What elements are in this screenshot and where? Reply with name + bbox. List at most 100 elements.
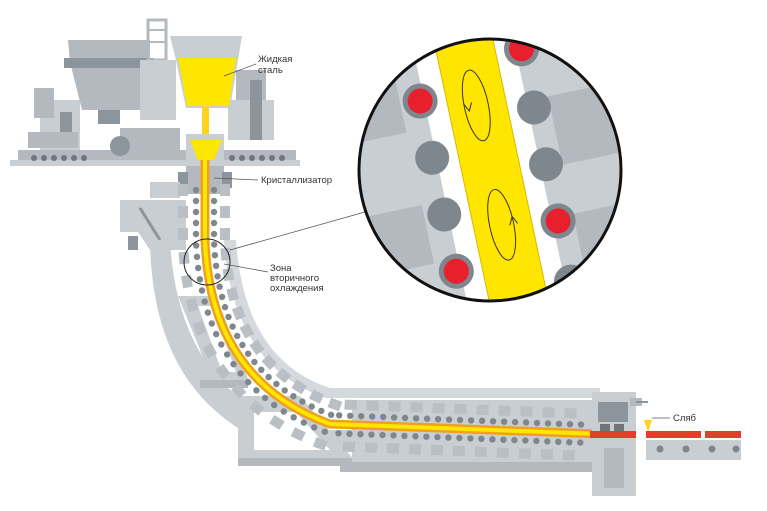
strand-segment-block bbox=[454, 403, 467, 415]
label-liquid-steel-line2: сталь bbox=[258, 65, 283, 76]
strand-segment-block bbox=[230, 383, 247, 399]
strand-roller bbox=[423, 433, 430, 440]
strand-roller bbox=[213, 330, 220, 338]
strand-roller bbox=[566, 421, 574, 428]
strand-segment-block bbox=[231, 305, 246, 321]
strand-roller bbox=[467, 417, 475, 424]
strand-roller bbox=[221, 303, 229, 311]
strand-segment-block bbox=[388, 401, 401, 412]
strand-roller bbox=[281, 387, 288, 394]
strand-segment-block bbox=[178, 228, 188, 240]
strand-roller bbox=[500, 436, 507, 443]
strand-roller bbox=[210, 186, 218, 194]
strand-roller bbox=[489, 418, 497, 425]
strand-segment-block bbox=[474, 446, 488, 458]
strand-roller bbox=[500, 418, 508, 425]
strand-roller bbox=[196, 276, 204, 283]
strand-roller bbox=[434, 416, 442, 423]
strand-roller bbox=[445, 434, 452, 441]
strand-segment-block bbox=[249, 339, 265, 356]
strand-roller bbox=[290, 393, 297, 400]
strand-roller bbox=[566, 439, 573, 446]
strand-roller bbox=[489, 436, 496, 443]
strand-roller bbox=[478, 435, 485, 442]
label-cooling-line3: охлаждения bbox=[270, 283, 324, 294]
strand-segment-block bbox=[178, 184, 188, 196]
strand-segment-block bbox=[364, 442, 378, 453]
flow-loop-lower bbox=[487, 188, 517, 261]
secondary-cooling-marker bbox=[183, 238, 231, 286]
strand-roller bbox=[555, 438, 562, 445]
strand-roller bbox=[358, 413, 365, 420]
strand-segment-block bbox=[312, 437, 328, 451]
strand-roller bbox=[214, 273, 221, 280]
strand-roller bbox=[229, 323, 236, 330]
strand-segment-block bbox=[386, 443, 400, 454]
strand-roller bbox=[225, 313, 232, 321]
strand-roller bbox=[300, 419, 307, 426]
slab-next-piece bbox=[705, 431, 741, 438]
strand-roller bbox=[467, 435, 474, 442]
strand-roller bbox=[456, 434, 463, 442]
cutting-machine bbox=[592, 392, 652, 496]
strand-segment-block bbox=[222, 267, 235, 282]
strand-roller bbox=[237, 370, 244, 377]
strand-roller bbox=[544, 420, 552, 427]
strand-roller bbox=[204, 309, 212, 316]
strand-roller bbox=[211, 252, 219, 259]
strand-roller bbox=[357, 431, 364, 438]
strand-roller bbox=[216, 283, 223, 290]
strand-segment-block bbox=[518, 448, 532, 459]
steel-strand-core bbox=[203, 160, 601, 436]
strand-roller bbox=[210, 208, 218, 216]
strand-segment-block bbox=[344, 399, 357, 411]
strand-roller bbox=[478, 417, 486, 424]
strand-roller bbox=[445, 416, 453, 423]
strand-roller bbox=[522, 419, 530, 426]
strand-segment-block bbox=[185, 297, 199, 313]
strand-roller bbox=[318, 407, 325, 415]
strand-roller bbox=[311, 424, 318, 431]
strand-roller bbox=[193, 242, 200, 249]
zoom-roller-hot bbox=[441, 256, 472, 287]
strand-segment-block bbox=[178, 206, 188, 218]
strand-roller bbox=[390, 414, 398, 421]
strand-roller bbox=[192, 186, 200, 194]
strand-rollers bbox=[192, 186, 585, 446]
label-liquid-steel-line1: Жидкая bbox=[258, 54, 292, 65]
strand-roller bbox=[192, 208, 200, 216]
strand-roller bbox=[290, 414, 297, 421]
strand-segment-block bbox=[432, 402, 445, 414]
strand-roller bbox=[369, 413, 376, 420]
zoom-roller-hot bbox=[405, 86, 436, 117]
strand-roller bbox=[335, 430, 342, 437]
strand-segment-block bbox=[342, 441, 356, 452]
strand-segment-block bbox=[226, 287, 240, 302]
strand-roller bbox=[251, 358, 258, 366]
strand-roller bbox=[456, 416, 464, 424]
strand-segment-block bbox=[498, 405, 511, 416]
strand-roller bbox=[230, 361, 237, 368]
strand-segment-block bbox=[220, 228, 230, 240]
strand-roller bbox=[577, 439, 584, 446]
strand-roller bbox=[195, 264, 202, 272]
ladle-turret bbox=[10, 18, 300, 166]
strand-segment-block bbox=[496, 447, 510, 458]
strand-roller bbox=[299, 398, 306, 405]
strand-roller bbox=[218, 293, 226, 301]
strand-segments bbox=[178, 184, 577, 461]
strand-segment-block bbox=[562, 449, 575, 461]
strand-roller bbox=[258, 366, 265, 373]
zoom-steel-strip bbox=[427, 39, 555, 301]
strand-roller bbox=[412, 433, 419, 440]
flow-loop-upper bbox=[461, 69, 491, 142]
label-mould: Кристаллизатор bbox=[213, 175, 332, 186]
strand-roller bbox=[380, 413, 387, 421]
strand-segment-block bbox=[476, 404, 489, 416]
label-cooling-line2: вторичного bbox=[270, 273, 319, 284]
